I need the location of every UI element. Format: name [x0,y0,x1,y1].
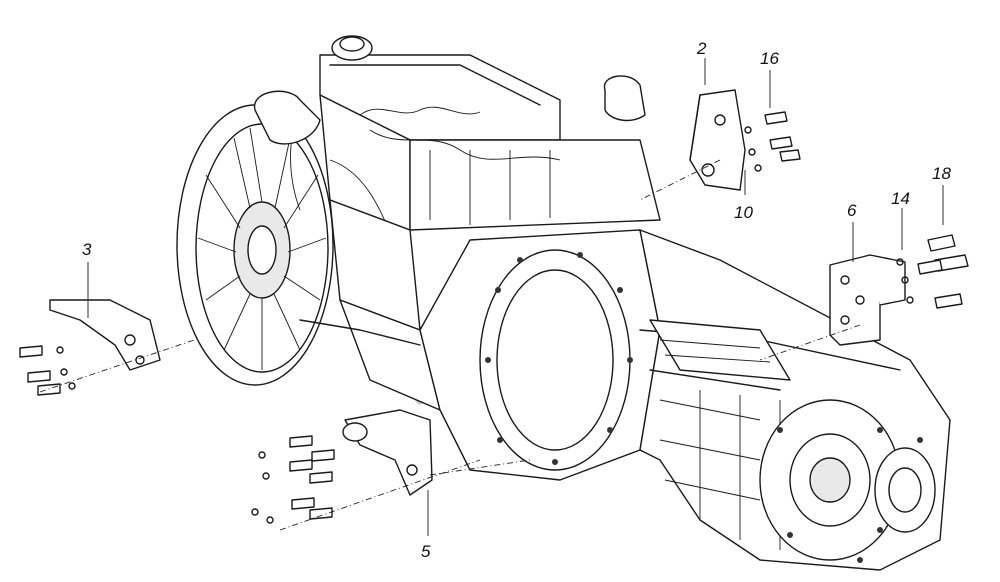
bolt-set-3 [19,345,76,396]
mounting-bracket-2 [689,89,746,191]
callout-14: 14 [891,189,910,208]
callout-18: 18 [932,164,951,183]
mounting-bracket-3 [49,299,161,371]
assembly-lines [39,58,944,536]
callout-6: 6 [847,201,857,220]
callout-2: 2 [696,39,707,58]
callout-5: 5 [421,542,431,561]
mounting-bracket-6 [829,254,906,346]
callout-10: 10 [734,203,753,222]
bolt-set-10-16 [744,111,801,172]
mounting-bracket-5 [342,409,433,496]
bolt-set-14-18 [896,234,969,309]
callout-3: 3 [82,240,92,259]
bolt-set-5 [251,435,335,524]
callout-labels: 2 3 5 6 10 14 16 18 [82,39,951,561]
cooling-fan-icon [176,104,334,386]
engine-gearbox-assembly-icon [254,35,951,571]
callout-16: 16 [760,49,779,68]
